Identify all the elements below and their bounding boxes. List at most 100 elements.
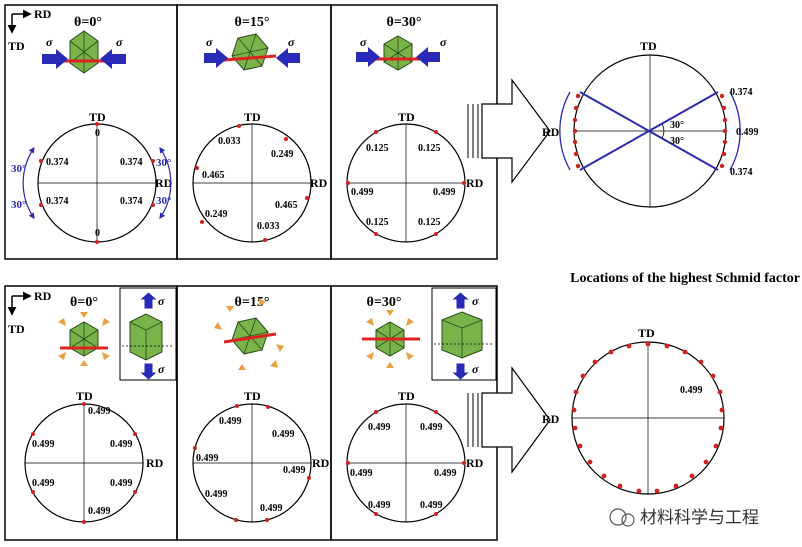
bottom-summary-arrow — [467, 366, 551, 474]
sf-value: 0.499 — [110, 478, 133, 489]
prism-inset-2: σ σ — [431, 287, 497, 381]
axis-rd-label: RD — [34, 289, 52, 303]
pole-rd-label: RD — [542, 412, 560, 426]
sf-value: 0.033 — [257, 221, 280, 232]
pole-td-label: TD — [398, 389, 415, 403]
sf-value: 0.374 — [120, 157, 143, 168]
bottom-theta-2: θ=30° — [367, 295, 402, 310]
bottom-pole-figure-0: TD RD 0.499 0.499 0.499 0.499 0.499 0.49… — [24, 389, 164, 524]
sf-value: 0.499 — [350, 468, 373, 479]
bottom-crystal-1 — [214, 298, 284, 370]
sf-value: 0.499 — [272, 429, 295, 440]
pole-td-label: TD — [244, 389, 261, 403]
pole-td-label: TD — [76, 389, 93, 403]
top-pole-figure-0: TD RD 0 0.374 0.374 0.374 0.374 0 30° 30… — [11, 110, 173, 244]
pole-rd-label: RD — [466, 176, 484, 190]
top-crystal-1: σ σ — [204, 33, 300, 71]
top-pole-figure-1: TD RD 0.033 0.249 0.465 0.465 0.249 0.03… — [192, 110, 328, 243]
pole-rd-label: RD — [312, 456, 330, 470]
sigma-label: σ — [472, 294, 479, 308]
angle-label: 30° — [156, 195, 171, 207]
sf-value: 0.499 — [205, 489, 228, 500]
summary-poles — [571, 341, 725, 494]
sigma-label: σ — [472, 362, 479, 376]
pole-rd-label: RD — [466, 456, 484, 470]
sf-value: 0.499 — [420, 422, 443, 433]
sf-value: 0.374 — [46, 157, 69, 168]
pole-td-label: TD — [638, 326, 655, 340]
figure-caption: Locations of the highest Schmid factor — [570, 271, 800, 286]
prism-inset-0: σ σ — [119, 287, 177, 381]
rd-td-axes-indicator: RD TD — [7, 289, 52, 336]
sf-value: 0.499 — [219, 416, 242, 427]
top-pole-figure-2: TD RD 0.125 0.125 0.499 0.499 0.125 0.12… — [346, 110, 484, 243]
pole-rd-label: RD — [310, 176, 328, 190]
sf-value: 0.499 — [368, 422, 391, 433]
sf-value: 0.374 — [120, 196, 143, 207]
sigma-label: σ — [158, 294, 165, 308]
wechat-icon — [609, 508, 627, 526]
bottom-theta-0: θ=0° — [70, 295, 98, 310]
top-panel-2-frame — [330, 4, 498, 260]
sf-value: 0.499 — [368, 500, 391, 511]
sf-value: 0.125 — [366, 143, 389, 154]
pole-td-label: TD — [244, 110, 261, 124]
sigma-label: σ — [440, 35, 447, 49]
sf-value: 0.125 — [418, 217, 441, 228]
top-crystal-0: σ σ — [42, 30, 126, 74]
sf-value: 0.499 — [420, 500, 443, 511]
top-crystal-2: σ σ — [356, 35, 447, 71]
axis-td-label: TD — [8, 322, 25, 336]
sf-value: 0.499 — [196, 453, 219, 464]
sf-value: 0.499 — [283, 465, 306, 476]
sigma-label: σ — [46, 35, 53, 49]
bottom-pole-figure-2: TD RD 0.499 0.499 0.499 0.499 0.499 0.49… — [346, 389, 484, 523]
sf-value: 0 — [95, 128, 100, 139]
angle-label: 30° — [11, 163, 26, 175]
sf-value: 0.125 — [418, 143, 441, 154]
sf-value: 0.499 — [32, 439, 55, 450]
axis-rd-label: RD — [34, 7, 52, 21]
pole-rd-label: RD — [542, 125, 560, 139]
pole-rd-label: RD — [155, 176, 173, 190]
bottom-crystal-2 — [362, 310, 420, 368]
sf-value: 0.465 — [275, 200, 298, 211]
sf-value: 0.249 — [271, 149, 294, 160]
sf-value: 0.499 — [88, 406, 111, 417]
sf-value: 0.499 — [736, 127, 759, 138]
sf-value: 0.499 — [260, 503, 283, 514]
bottom-summary-pole-figure: TD RD 0.499 — [542, 326, 725, 495]
bottom-theta-1: θ=15° — [235, 295, 270, 310]
angle-label: 30° — [11, 199, 26, 211]
angle-label: 30° — [670, 120, 684, 131]
sf-value: 0.374 — [46, 196, 69, 207]
sigma-label: σ — [360, 35, 367, 49]
pole-td-label: TD — [398, 110, 415, 124]
sf-value: 0.499 — [433, 187, 456, 198]
sigma-label: σ — [206, 35, 213, 49]
sf-value: 0 — [95, 228, 100, 239]
bottom-pole-figure-1: TD RD 0.499 0.499 0.499 0.499 0.499 0.49… — [192, 389, 330, 523]
angle-label: 30° — [156, 157, 171, 169]
sigma-label: σ — [288, 35, 295, 49]
axis-td-label: TD — [8, 39, 25, 53]
angle-label: 30° — [670, 136, 684, 147]
pole-td-label: TD — [640, 39, 657, 53]
rd-td-axes-indicator: RD TD — [7, 7, 52, 53]
pole-td-label: TD — [89, 110, 106, 124]
top-summary-pole-figure: TD RD 30° 30° 0.374 0.499 0.374 — [542, 39, 759, 208]
sf-value: 0.465 — [202, 170, 225, 181]
sf-value: 0.499 — [110, 439, 133, 450]
watermark: 材料科学与工程 — [609, 508, 759, 528]
bottom-crystal-0 — [58, 312, 110, 366]
top-row: RD TD θ=0° θ=15° θ=30° σ σ σ — [4, 4, 759, 260]
top-theta-1: θ=15° — [235, 15, 270, 30]
bottom-row: RD TD θ=0° θ=15° θ=30° σ σ — [4, 285, 725, 541]
sf-value: 0.374 — [730, 87, 753, 98]
sf-value: 0.499 — [88, 506, 111, 517]
sf-value: 0.499 — [351, 187, 374, 198]
watermark-text: 材料科学与工程 — [640, 508, 759, 528]
top-theta-2: θ=30° — [387, 15, 422, 30]
sf-value: 0.033 — [218, 136, 241, 147]
sigma-label: σ — [116, 35, 123, 49]
